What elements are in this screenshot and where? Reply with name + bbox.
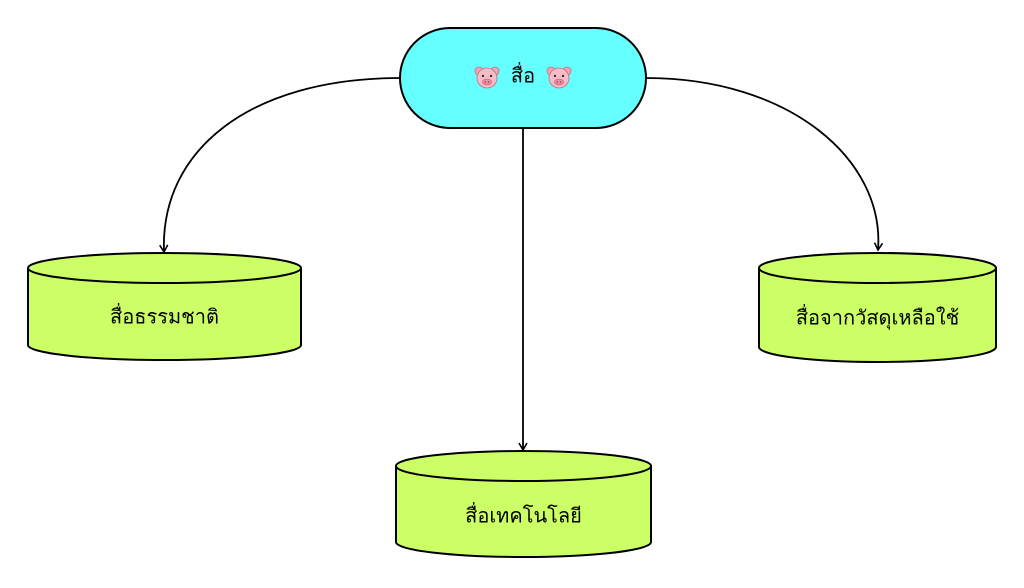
node-natural-media[interactable]: สื่อธรรมชาติ — [27, 252, 302, 361]
cylinder-top — [395, 450, 652, 482]
cylinder-top — [758, 252, 997, 284]
node-technology-media[interactable]: สื่อเทคโนโลยี — [395, 450, 652, 558]
node-label: สื่อธรรมชาติ — [110, 303, 219, 329]
node-recycled-media[interactable]: สื่อจากวัสดุเหลือใช้ — [758, 252, 997, 363]
edge-root-to-natural — [159, 77, 401, 254]
cylinder-body — [27, 268, 302, 361]
node-label: สื่อจากวัสดุเหลือใช้ — [796, 304, 959, 331]
cylinder-body — [758, 268, 997, 363]
cylinder-top — [27, 252, 302, 284]
root-node-label: สื่อ — [511, 62, 535, 88]
cylinder-body — [395, 466, 652, 558]
root-node[interactable]: สื่อ — [399, 27, 647, 129]
node-label: สื่อเทคโนโลยี — [465, 502, 582, 528]
root-node-shape — [399, 27, 647, 129]
edge-root-to-recycled — [645, 77, 884, 252]
